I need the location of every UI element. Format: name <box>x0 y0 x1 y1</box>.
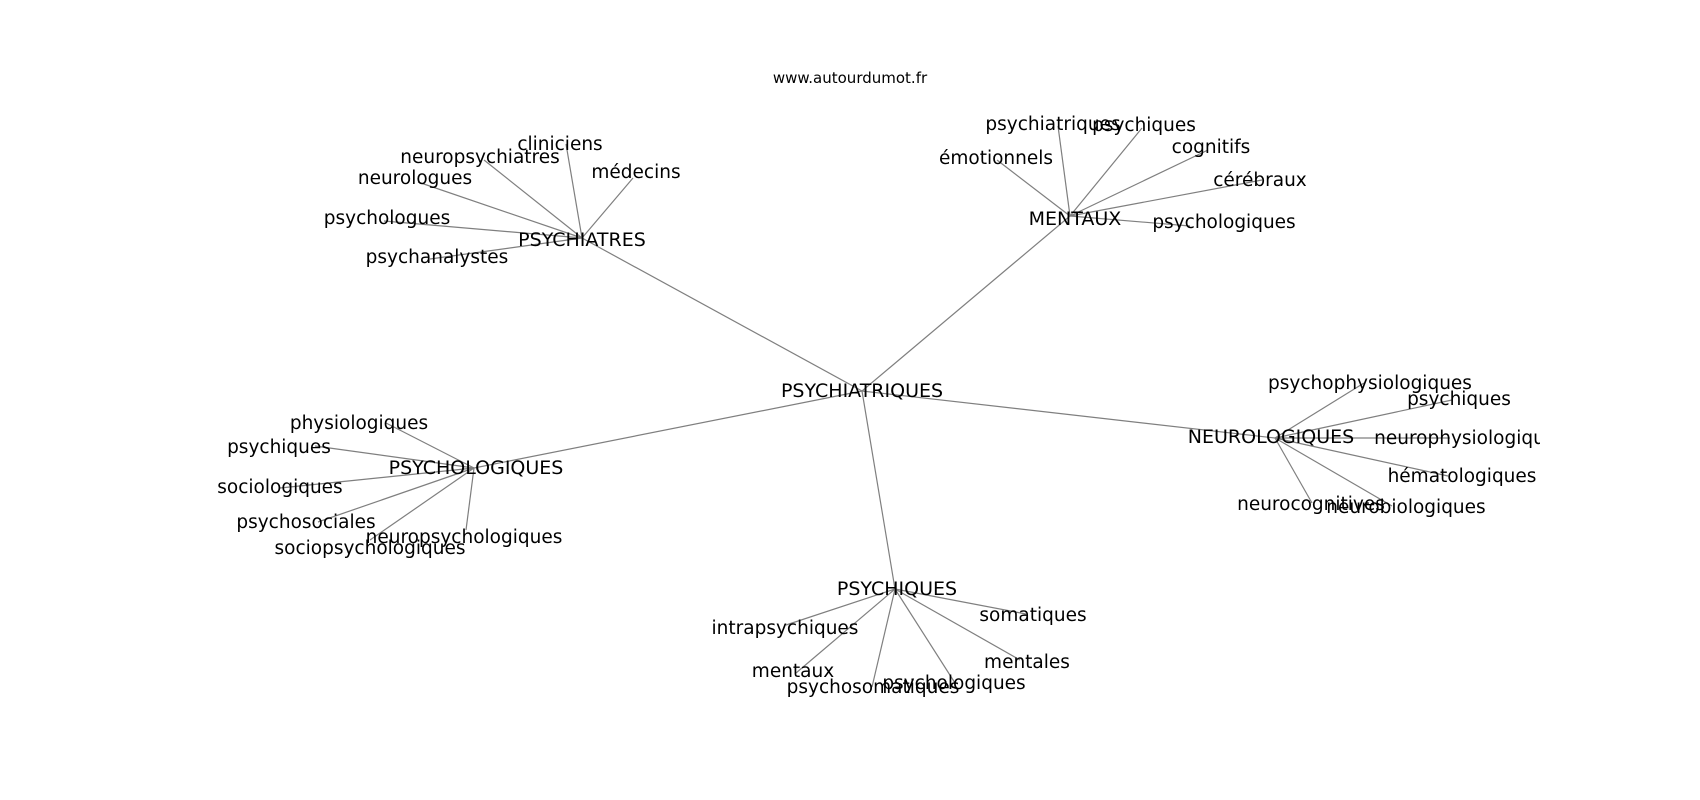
node-labels: PSYCHIATRIQUESPSYCHIATREScliniciensneuro… <box>217 114 1566 698</box>
hub-node-label: MENTAUX <box>1029 208 1122 230</box>
leaf-edge <box>385 422 475 469</box>
leaf-node-label: intrapsychiques <box>712 618 859 639</box>
root-node-label: PSYCHIATRIQUES <box>781 380 943 402</box>
leaf-node-label: psychologues <box>324 208 451 229</box>
root-edge <box>861 215 1071 392</box>
leaf-node-label: médecins <box>591 162 680 183</box>
leaf-edge <box>1274 437 1449 477</box>
leaf-edge <box>894 588 1021 661</box>
leaf-edge <box>1057 125 1071 217</box>
leaf-node-label: psychophysiologiques <box>1268 373 1472 394</box>
leaf-edge <box>871 588 896 688</box>
leaf-edge <box>996 159 1071 217</box>
leaf-edge <box>1274 437 1313 504</box>
root-edge <box>581 237 863 392</box>
leaf-node-label: somatiques <box>979 605 1086 626</box>
leaf-node-label: neurocognitives <box>1237 494 1385 515</box>
leaf-edge <box>465 467 475 531</box>
leaf-node-label: neuropsychologiques <box>366 527 563 548</box>
leaf-node-label: sociopsychologiques <box>275 538 466 559</box>
leaf-node-label: psychiques <box>1407 389 1511 410</box>
leaf-node-label: psychiques <box>1092 115 1196 136</box>
leaf-node-label: neurophysiologiques <box>1374 428 1566 449</box>
leaf-edge <box>279 467 475 489</box>
leaf-edge <box>1069 127 1143 217</box>
leaf-node-label: psychologiques <box>882 673 1025 694</box>
leaf-edge <box>483 159 583 239</box>
leaf-edge <box>581 177 634 239</box>
leaf-node-label: cognitifs <box>1172 137 1251 158</box>
leaf-edge <box>383 220 583 239</box>
leaf-edge <box>1069 179 1263 217</box>
leaf-node-label: neuropsychiatres <box>400 147 560 168</box>
leaf-node-label: psychologiques <box>1152 212 1295 233</box>
leaf-edge <box>1274 399 1453 439</box>
leaf-node-label: cérébraux <box>1213 170 1307 191</box>
leaf-edge <box>1069 215 1191 227</box>
leaf-node-label: émotionnels <box>939 148 1053 169</box>
source-watermark: www.autourdumot.fr <box>773 69 928 87</box>
leaf-edge <box>417 181 583 239</box>
leaf-edge <box>1274 382 1365 439</box>
leaf-edge <box>429 237 583 260</box>
hub-node-label: PSYCHIQUES <box>837 578 957 600</box>
leaf-edge <box>785 588 896 626</box>
leaf-node-label: cliniciens <box>517 134 602 155</box>
leaf-edge <box>314 445 475 469</box>
hub-node-label: PSYCHOLOGIQUES <box>389 457 564 479</box>
edges <box>279 125 1453 688</box>
leaf-edge <box>317 467 475 523</box>
leaf-node-label: physiologiques <box>290 413 428 434</box>
root-edge <box>861 390 896 590</box>
leaf-edge <box>1274 437 1393 507</box>
hub-node-label: NEUROLOGIQUES <box>1188 426 1354 448</box>
leaf-node-label: hématologiques <box>1388 466 1537 487</box>
leaf-node-label: psychosomatiques <box>787 677 960 698</box>
leaf-edge <box>369 467 475 541</box>
leaf-node-label: neurobiologiques <box>1326 497 1485 518</box>
hub-node-label: PSYCHIATRES <box>518 229 646 251</box>
root-edge <box>473 390 863 469</box>
root-edge <box>861 390 1276 439</box>
leaf-node-label: psychiatriques <box>985 114 1120 135</box>
leaf-edge <box>894 588 956 684</box>
leaf-edge <box>894 588 1027 615</box>
leaf-node-label: psychosociales <box>236 512 375 533</box>
leaf-node-label: mentaux <box>752 661 834 682</box>
leaf-node-label: mentales <box>984 652 1070 673</box>
leaf-node-label: psychanalystes <box>366 247 509 268</box>
leaf-edge <box>1069 149 1209 217</box>
leaf-node-label: sociologiques <box>217 477 342 498</box>
leaf-edge <box>565 143 583 239</box>
leaf-edge <box>795 588 896 674</box>
leaf-node-label: psychiques <box>227 437 331 458</box>
leaf-node-label: neurologues <box>358 168 472 189</box>
